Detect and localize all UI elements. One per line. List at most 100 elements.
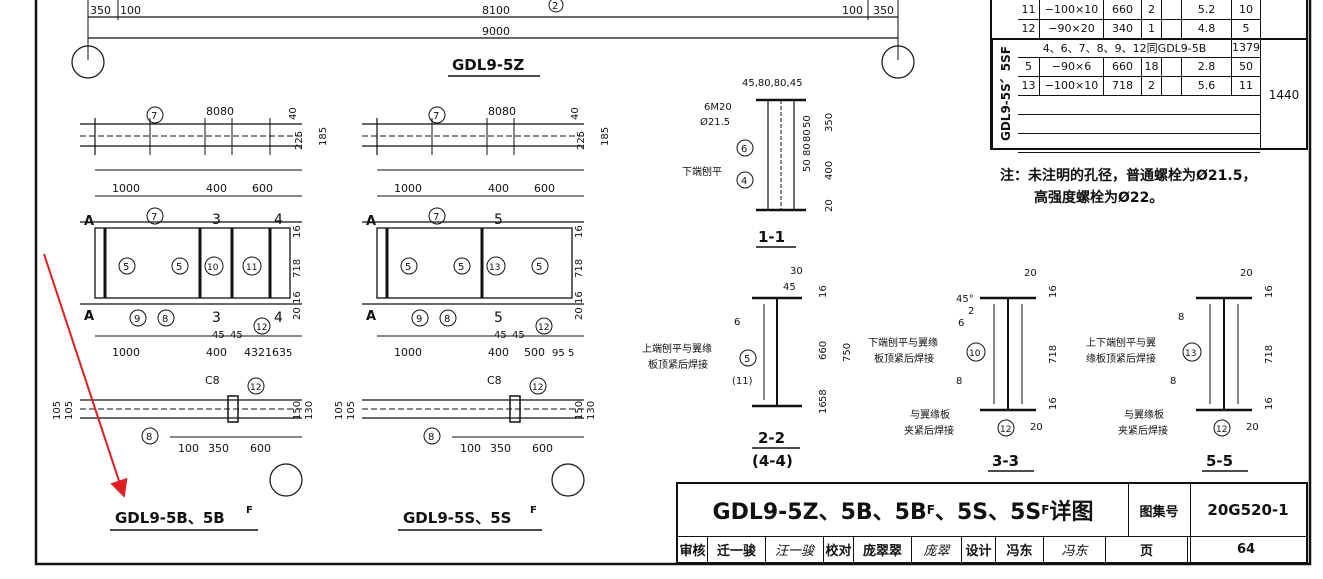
dim-432163: 432163 bbox=[244, 346, 286, 359]
bolt-6m20: 6M20 bbox=[704, 102, 732, 113]
dim-718-5s: 718 bbox=[574, 259, 585, 278]
atlas-number: 20G520-1 bbox=[1207, 501, 1289, 519]
dim-9000: 9000 bbox=[482, 25, 510, 38]
note-jia55-2: 夹紧后焊接 bbox=[1118, 424, 1168, 437]
dim-400b: 400 bbox=[206, 346, 227, 359]
hole-dia-21-5: Ø21.5 bbox=[700, 116, 730, 128]
dim-20-sec55: 20 bbox=[1240, 268, 1253, 279]
part-mark-9: 9 bbox=[134, 314, 140, 325]
axis-bubble-5b bbox=[269, 463, 303, 497]
part-mark-11-paren: (11) bbox=[732, 376, 753, 387]
part-mark-12c: 12 bbox=[538, 323, 549, 333]
cut-mark-3-top: 3 bbox=[212, 212, 221, 228]
review-name: 迁一骏 bbox=[708, 536, 766, 562]
note-sx55-2: 缘板顶紧后焊接 bbox=[1086, 352, 1156, 365]
note-jia33-2: 夹紧后焊接 bbox=[904, 424, 954, 437]
dim-16b-sec22: 16 bbox=[818, 401, 829, 414]
dim-2: 2 bbox=[968, 306, 974, 317]
signature-row: 审核 迁一骏 汪一骏 校对 庞翠翠 庞翠 设计 冯东 冯东 页 64 bbox=[678, 536, 1306, 562]
table-cell-total: 1379 bbox=[1232, 41, 1260, 54]
note-sx55-1: 上下端刨平与翼 bbox=[1086, 336, 1156, 349]
table-cell-len: 660 bbox=[1104, 0, 1142, 19]
dim-718-sec55: 718 bbox=[1264, 345, 1275, 364]
channel-c8b: C8 bbox=[487, 374, 502, 387]
section-mark-a-bottom: A bbox=[84, 309, 94, 324]
dim-5: 5 bbox=[286, 348, 292, 359]
review-label: 审核 bbox=[678, 536, 708, 562]
section-mark-a-top-5s: A bbox=[366, 214, 376, 229]
table-cell-unit: 5.2 bbox=[1182, 0, 1232, 19]
part-mark-12: 12 bbox=[256, 323, 267, 333]
label-gdl9-5s: GDL9-5S、5S bbox=[403, 509, 511, 527]
dim-80a: 80 bbox=[802, 129, 813, 142]
part-mark-11: 11 bbox=[246, 263, 257, 273]
dim-105d: 105 bbox=[346, 401, 357, 420]
dim-105a: 105 bbox=[52, 401, 63, 420]
table-cell-blank bbox=[1162, 76, 1182, 95]
part-mark-12d: 12 bbox=[532, 383, 543, 393]
dim-100s-b: 100 bbox=[460, 442, 481, 455]
table-row-empty bbox=[1018, 114, 1260, 134]
dim-1000c: 1000 bbox=[394, 182, 422, 195]
sheet-border bbox=[34, 0, 1312, 566]
axis-bubble-left bbox=[71, 45, 105, 79]
part-mark-7: 7 bbox=[151, 111, 157, 122]
note-xiaduan-paoping: 下端刨平 bbox=[682, 165, 722, 178]
part-mark-5-sec22: 5 bbox=[744, 354, 750, 365]
section-mark-a-bottom-5s: A bbox=[366, 309, 376, 324]
dim-600c: 600 bbox=[534, 182, 555, 195]
table-cell-len: 660 bbox=[1104, 57, 1142, 76]
red-annotation-arrow bbox=[43, 253, 128, 498]
table-cell-blank bbox=[1162, 0, 1182, 19]
part-mark-8c: 8 bbox=[444, 314, 450, 325]
part-mark-5a: 5 bbox=[123, 262, 129, 273]
dim-350-left: 350 bbox=[90, 4, 111, 17]
weld-8b-sec55: 8 bbox=[1170, 376, 1176, 387]
table-cell-no: 5 bbox=[1018, 57, 1040, 76]
table-cell-unit: 5.6 bbox=[1182, 76, 1232, 95]
table-cell-len: 718 bbox=[1104, 76, 1142, 95]
dim-30: 30 bbox=[790, 266, 803, 277]
table-cell-total: 10 bbox=[1239, 3, 1253, 16]
dim-660: 660 bbox=[818, 341, 829, 360]
check-label: 校对 bbox=[824, 536, 854, 562]
label-gdl9-5s-sup: F bbox=[530, 505, 537, 516]
dim-1000: 1000 bbox=[112, 182, 140, 195]
check-name: 庞翠翠 bbox=[854, 536, 912, 562]
dim-718: 718 bbox=[292, 259, 303, 278]
dim-16-sec55: 16 bbox=[1264, 285, 1275, 298]
part-mark-13-sec55: 13 bbox=[1185, 349, 1196, 359]
weld-8a-sec55: 8 bbox=[1178, 312, 1184, 323]
table-cell-qty: 2 bbox=[1142, 0, 1162, 19]
dim-80b: 80 bbox=[802, 143, 813, 156]
dim-40: 40 bbox=[288, 107, 299, 120]
angle-45: 45° bbox=[956, 294, 974, 305]
table-cell-qty: 2 bbox=[1142, 76, 1162, 95]
part-mark-10-sec33: 10 bbox=[969, 349, 981, 359]
table-cell-unit: 2.8 bbox=[1182, 57, 1232, 76]
dim-750: 750 bbox=[842, 343, 853, 362]
dim-16b-sec33: 16 bbox=[1048, 397, 1059, 410]
part-mark-4: 4 bbox=[741, 176, 747, 187]
cut-mark-3-bottom: 3 bbox=[212, 310, 221, 326]
dim-130: 130 bbox=[304, 401, 315, 420]
part-mark-8b: 8 bbox=[146, 432, 152, 443]
label-section-2-2: 2-2 bbox=[758, 429, 785, 447]
table-cell-merged: 4、6、7、8、9、12同GDL9-5B bbox=[1018, 38, 1232, 57]
dim-20-sec: 20 bbox=[824, 199, 835, 212]
label-gdl9-5b-sup: F bbox=[246, 505, 253, 516]
dim-16-sec33: 16 bbox=[1048, 285, 1059, 298]
dim-20: 20 bbox=[292, 307, 303, 320]
table-cell-spec: −100×10 bbox=[1040, 76, 1104, 95]
gdl9-5b-drawing: 7 8080 40 225 185 1000 400 600 A A 7 3 4… bbox=[52, 105, 329, 531]
part-mark-7c: 7 bbox=[433, 111, 439, 122]
dim-600s-b: 600 bbox=[532, 442, 553, 455]
page-label: 页 bbox=[1106, 536, 1188, 562]
note-jia33-1: 与翼缘板 bbox=[910, 408, 950, 421]
dim-5b: 5 bbox=[568, 348, 574, 359]
